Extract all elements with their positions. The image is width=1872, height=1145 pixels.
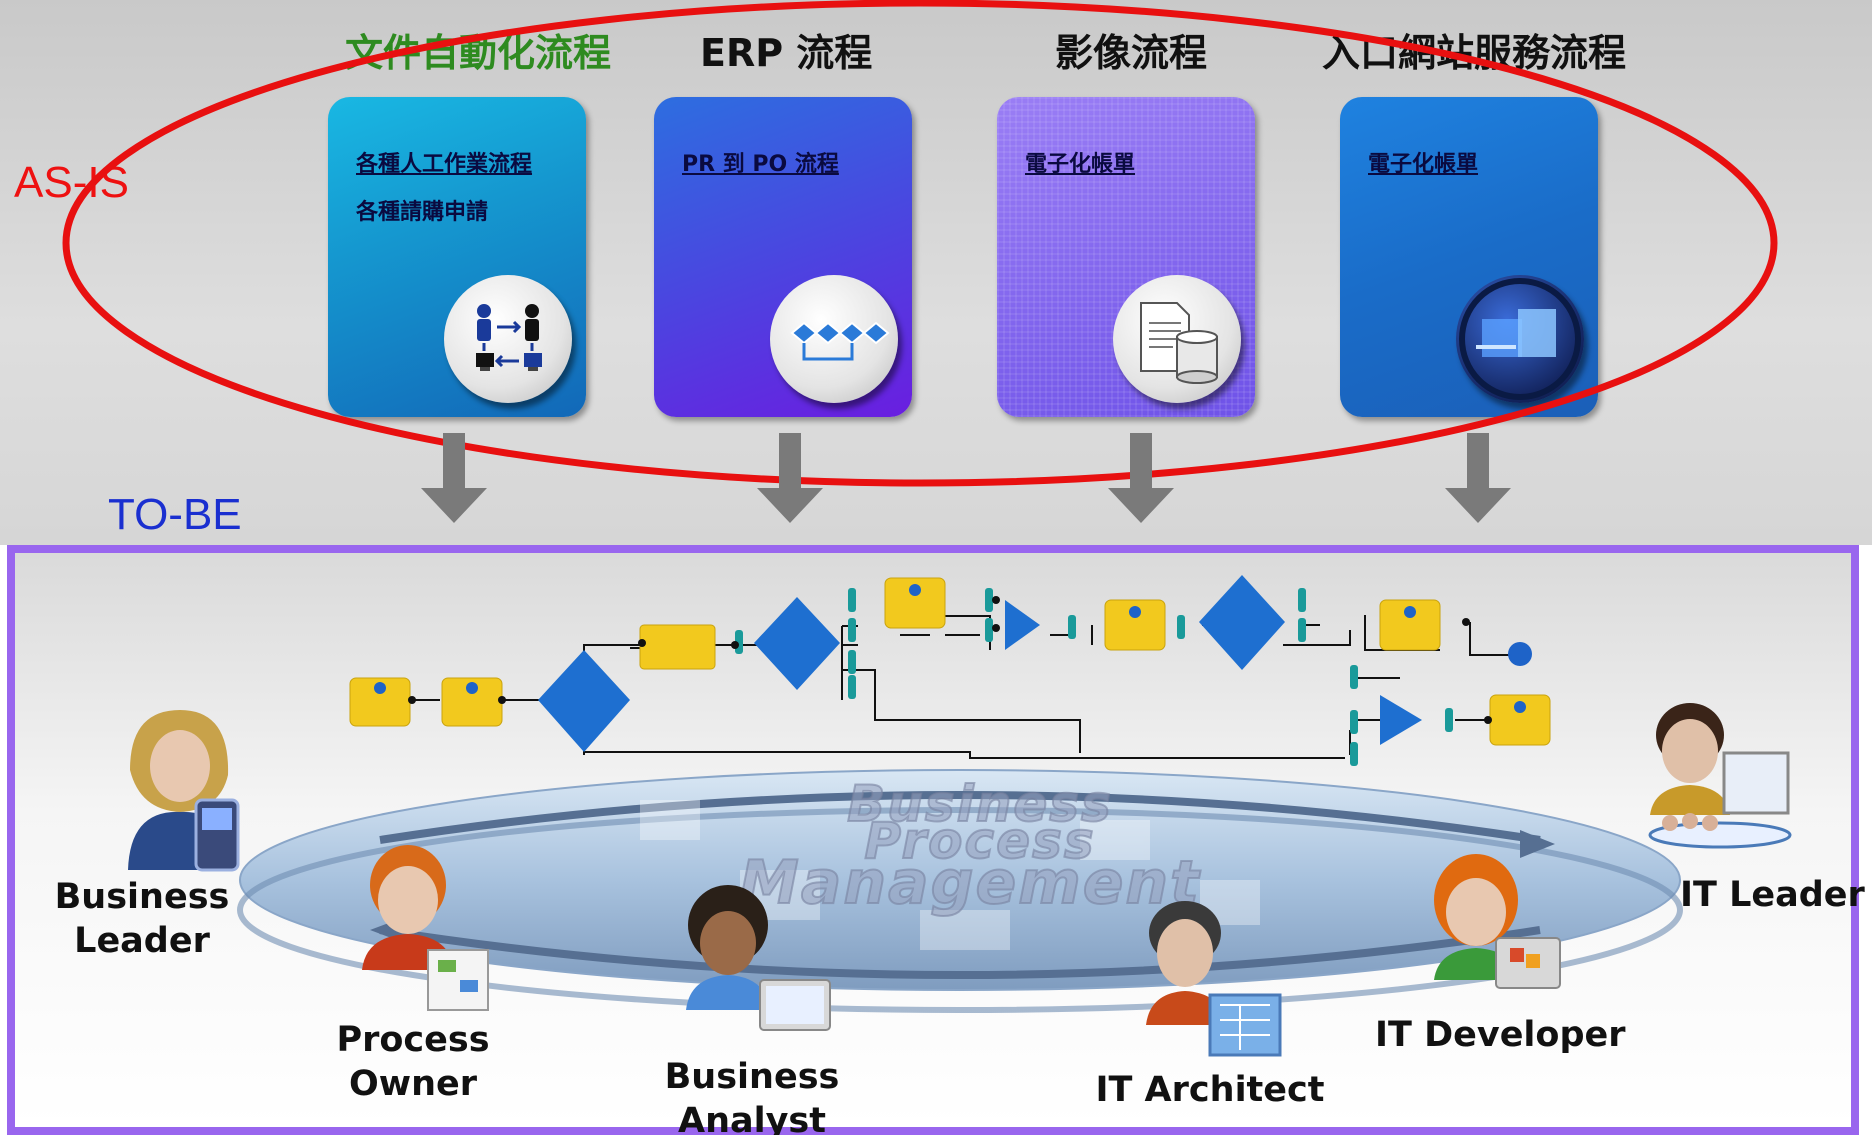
bpm-title-line2: Process bbox=[863, 811, 1096, 871]
card-document-automation: 各種人工作業流程 各種請購申請 bbox=[328, 97, 586, 417]
column-title-erp: ERP 流程 bbox=[700, 31, 873, 75]
card-line: 電子化帳單 bbox=[1368, 152, 1479, 177]
down-arrow-icon bbox=[421, 433, 487, 523]
bpm-cycle-ring bbox=[237, 769, 1683, 1013]
card-line: PR 到 PO 流程 bbox=[682, 152, 839, 177]
business-analyst-avatar bbox=[686, 885, 831, 1031]
it-leader-avatar bbox=[1648, 703, 1792, 849]
role-label-line: Leader bbox=[74, 921, 210, 961]
role-label-line: IT Architect bbox=[1095, 1070, 1325, 1110]
flow-chain-icon bbox=[770, 275, 898, 403]
role-label-line: IT Developer bbox=[1375, 1015, 1626, 1055]
role-business-analyst: Business Analyst bbox=[662, 1055, 842, 1135]
role-label-line: Business bbox=[54, 877, 230, 917]
role-it-leader: IT Leader bbox=[1680, 873, 1865, 917]
card-line: 電子化帳單 bbox=[1025, 152, 1136, 177]
process-owner-avatar bbox=[362, 845, 489, 1011]
card-line: 各種請購申請 bbox=[356, 200, 489, 225]
role-it-developer: IT Developer bbox=[1375, 1013, 1626, 1057]
document-database-icon bbox=[1113, 275, 1241, 403]
down-arrow-icon bbox=[1108, 433, 1174, 523]
it-architect-avatar bbox=[1146, 901, 1282, 1057]
card-imaging: 電子化帳單 bbox=[997, 97, 1255, 417]
process-flow-diagram bbox=[349, 575, 1551, 766]
role-label-line: Analyst bbox=[678, 1101, 826, 1135]
role-label-line: Owner bbox=[348, 1064, 477, 1104]
down-arrow-icon bbox=[1445, 433, 1511, 523]
to-be-label: TO-BE bbox=[108, 490, 242, 539]
role-it-architect: IT Architect bbox=[1090, 1068, 1330, 1112]
down-arrow-icon bbox=[757, 433, 823, 523]
card-portal: 電子化帳單 bbox=[1340, 97, 1598, 417]
role-label-line: IT Leader bbox=[1680, 875, 1865, 915]
people-workflow-icon bbox=[444, 275, 572, 403]
bpm-title-line3: Management bbox=[738, 847, 1201, 919]
role-label-line: Process bbox=[336, 1020, 490, 1060]
business-leader-avatar bbox=[128, 710, 240, 872]
card-erp: PR 到 PO 流程 bbox=[654, 97, 912, 417]
card-line: 各種人工作業流程 bbox=[356, 152, 533, 177]
as-is-ellipse bbox=[62, 0, 1778, 487]
role-label-line: Business bbox=[664, 1057, 840, 1097]
column-title-imaging: 影像流程 bbox=[1055, 31, 1208, 75]
role-business-leader: Business Leader bbox=[52, 875, 232, 963]
role-process-owner: Process Owner bbox=[323, 1018, 503, 1106]
bpm-title-line1: Business bbox=[846, 774, 1113, 834]
it-developer-avatar bbox=[1434, 854, 1561, 989]
portal-windows-icon bbox=[1456, 275, 1584, 403]
